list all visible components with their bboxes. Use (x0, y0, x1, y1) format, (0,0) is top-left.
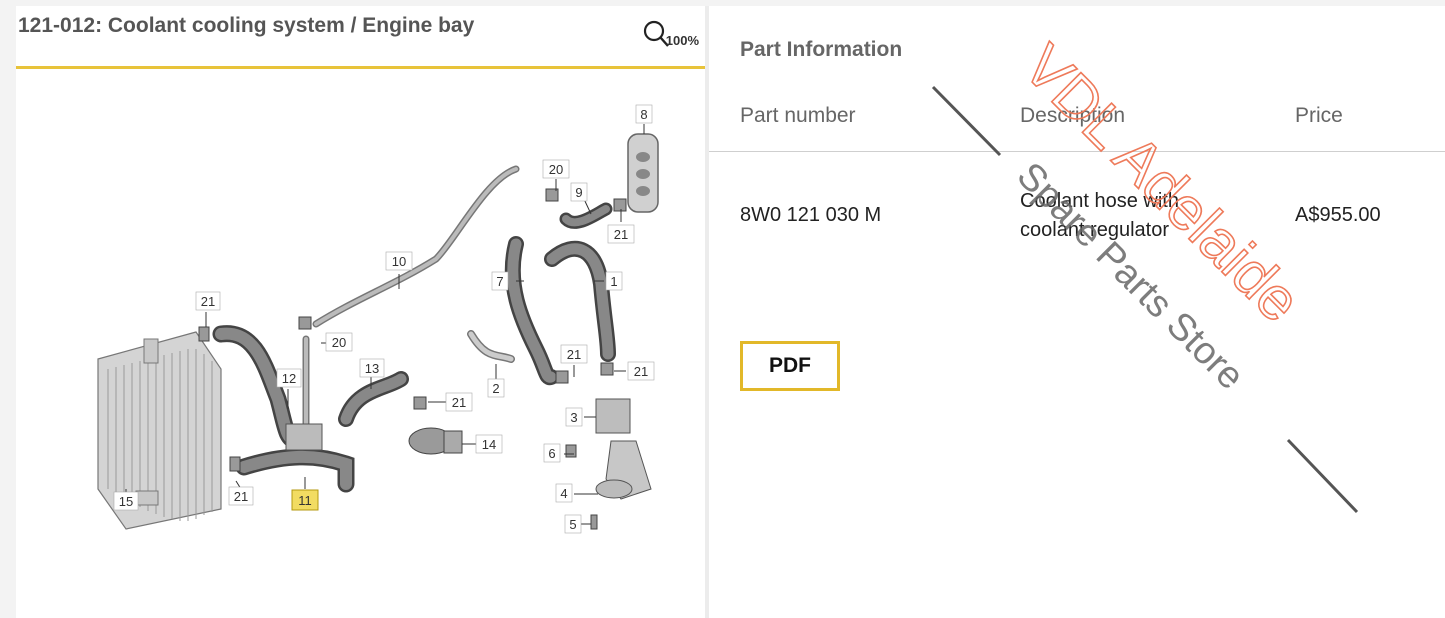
callout-21[interactable]: 21 (567, 347, 581, 362)
parts-diagram: 8 20 9 21 10 7 1 2 21 21 3 6 4 (97, 104, 659, 534)
callout-13[interactable]: 13 (365, 361, 379, 376)
callout-15[interactable]: 15 (119, 494, 133, 509)
panel-title: Part Information (740, 38, 903, 61)
callout-7[interactable]: 7 (496, 274, 503, 289)
callout-10[interactable]: 10 (392, 254, 406, 269)
callout-9[interactable]: 9 (575, 185, 582, 200)
callout-21[interactable]: 21 (234, 489, 248, 504)
title-underline (16, 66, 705, 69)
callout-11[interactable]: 11 (298, 493, 312, 508)
callout-5[interactable]: 5 (569, 517, 576, 532)
radiator (97, 331, 222, 530)
callout-21[interactable]: 21 (614, 227, 628, 242)
column-header-part-number: Part number (740, 104, 856, 127)
callout-21[interactable]: 21 (201, 294, 215, 309)
diagram-title: 121-012: Coolant cooling system / Engine… (18, 14, 475, 37)
callout-21[interactable]: 21 (634, 364, 648, 379)
callout-4[interactable]: 4 (560, 486, 567, 501)
panel-divider (705, 6, 709, 618)
description-line-2: coolant regulator (1020, 219, 1169, 241)
callout-2[interactable]: 2 (492, 381, 499, 396)
callout-20[interactable]: 20 (549, 162, 563, 177)
callout-12[interactable]: 12 (282, 371, 296, 386)
description-line-1: Coolant hose with (1020, 190, 1179, 212)
column-header-description: Description (1020, 104, 1126, 127)
callout-3[interactable]: 3 (570, 410, 577, 425)
price-value: A$955.00 (1295, 204, 1381, 226)
callout-14[interactable]: 14 (482, 437, 496, 452)
clamps (198, 188, 627, 530)
pdf-button[interactable]: PDF (740, 341, 840, 391)
part-number-value: 8W0 121 030 M (740, 204, 882, 226)
column-header-price: Price (1295, 104, 1343, 127)
callout-21[interactable]: 21 (452, 395, 466, 410)
callout-1[interactable]: 1 (610, 274, 617, 289)
zoom-control[interactable]: 100% (643, 20, 699, 48)
callout-6[interactable]: 6 (548, 446, 555, 461)
callout-20[interactable]: 20 (332, 335, 346, 350)
magnifier-icon (643, 20, 669, 47)
diagram-panel: 121-012: Coolant cooling system / Engine… (16, 6, 705, 618)
leader-lines (125, 124, 645, 525)
callout-8[interactable]: 8 (640, 107, 647, 122)
zoom-level: 100% (665, 33, 699, 48)
header-divider (709, 151, 1445, 152)
part-info-panel: Part Information Part number Description… (709, 6, 1445, 618)
